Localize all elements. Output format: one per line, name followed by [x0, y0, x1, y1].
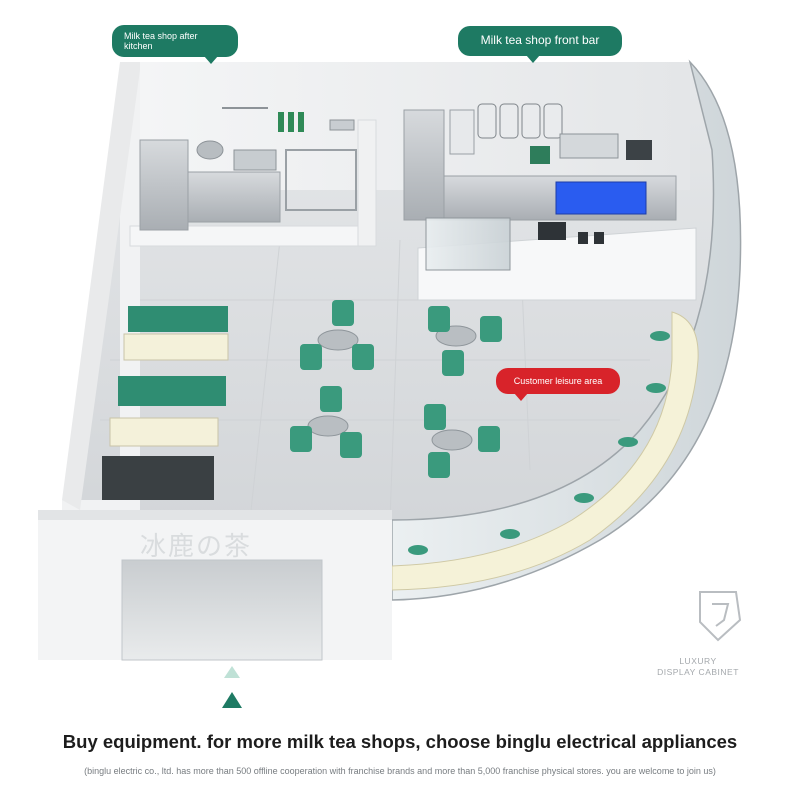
front-bar-callout: Milk tea shop front bar	[458, 26, 622, 63]
leisure-area-callout-label: Customer leisure area	[513, 376, 603, 386]
entrance	[121, 559, 323, 661]
display-case	[425, 217, 511, 271]
front-bar-callout-label: Milk tea shop front bar	[480, 33, 600, 47]
subline: (binglu electric co., ltd. has more than…	[84, 766, 716, 776]
watermark-logo-icon	[699, 591, 742, 642]
kitchen-callout-label: Milk tea shop after kitchen	[124, 31, 198, 52]
entry-arrow-icon-2	[222, 692, 242, 708]
watermark-line-2: DISPLAY CABINET	[657, 666, 739, 677]
booth-seating	[102, 306, 229, 500]
leisure-area-callout: Customer leisure area	[496, 368, 620, 401]
bar-stools	[408, 331, 670, 555]
entry-arrow-icon	[224, 666, 240, 678]
leisure-tables	[290, 300, 502, 478]
kitchen-callout: Milk tea shop after kitchen	[112, 25, 238, 64]
window-bar-counter	[391, 311, 699, 591]
kitchen-equipment	[139, 107, 357, 231]
watermark-line-1: LUXURY	[679, 656, 717, 666]
watermark-text: LUXURY DISPLAY CABINET	[650, 656, 746, 677]
shop-sign: 冰鹿の茶	[140, 532, 253, 562]
headline: Buy equipment. for more milk tea shops, …	[62, 731, 738, 752]
front-bar-equipment	[403, 103, 677, 221]
